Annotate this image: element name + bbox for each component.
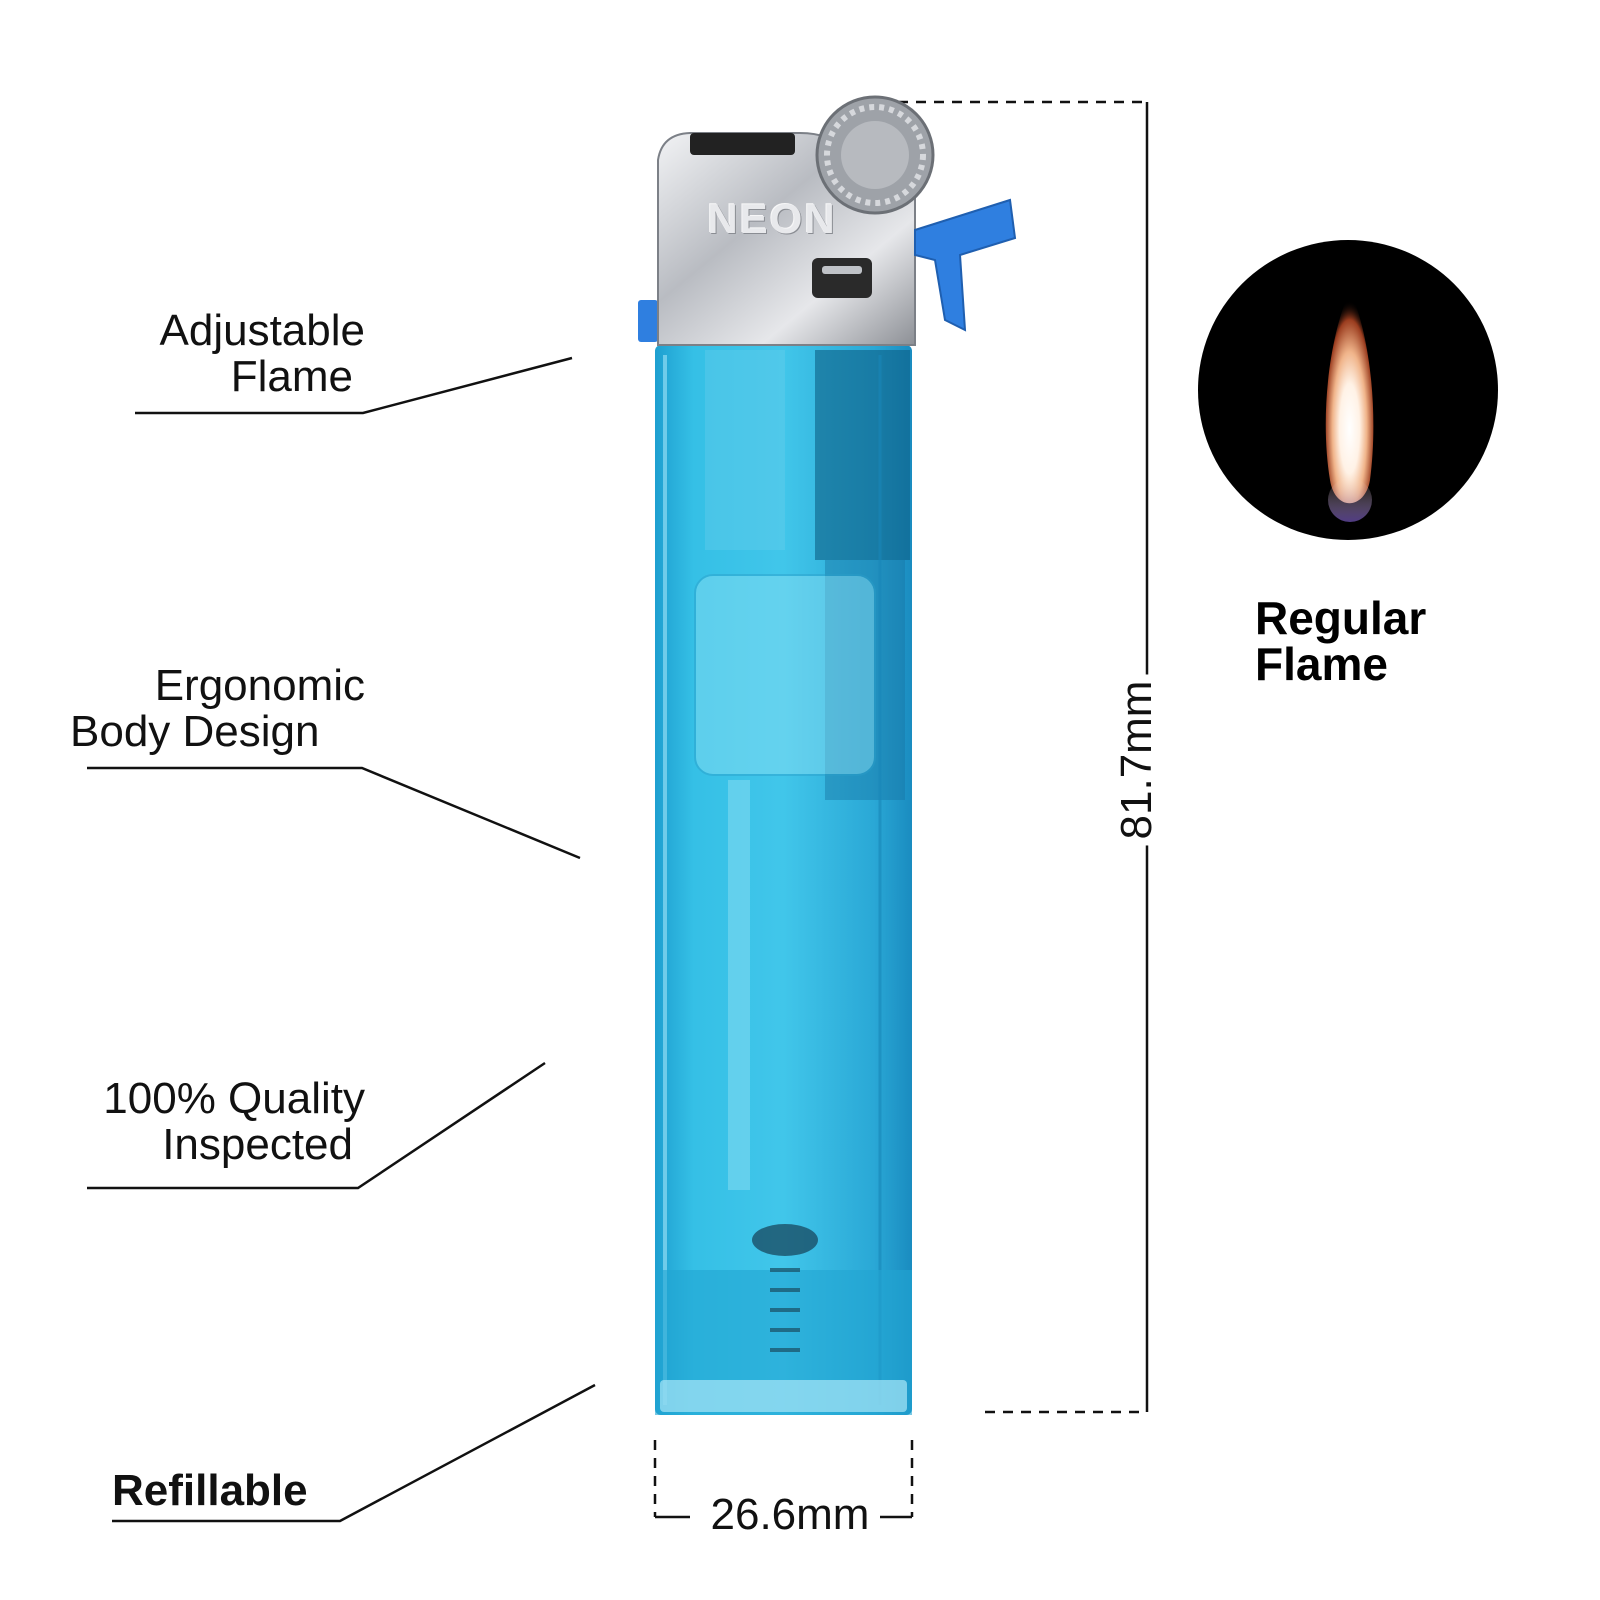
height-dimension-label: 81.7mm bbox=[1112, 674, 1162, 846]
spark-wheel bbox=[815, 95, 935, 215]
feature-ergonomic-line2: Body Design bbox=[70, 707, 320, 756]
flame-photo bbox=[1198, 240, 1498, 540]
leader-line-quality bbox=[87, 1061, 546, 1190]
lighter-body bbox=[655, 345, 912, 1415]
feature-quality-line2: Inspected bbox=[162, 1120, 353, 1169]
feature-quality-inspected: 100% Quality Inspected bbox=[70, 1076, 365, 1168]
width-dimension-lines bbox=[653, 1440, 914, 1519]
feature-adjustable-line2: Flame bbox=[230, 352, 353, 401]
feature-ergonomic-design: Ergonomic Body Design bbox=[70, 663, 365, 755]
leader-line-adjustable bbox=[135, 356, 573, 415]
flame-title-line2: Flame bbox=[1255, 638, 1388, 690]
side-tab bbox=[638, 300, 658, 342]
feature-quality-line1: 100% Quality bbox=[103, 1074, 365, 1123]
flame-title: Regular Flame bbox=[1255, 595, 1426, 687]
feature-ergonomic-line1: Ergonomic bbox=[154, 661, 365, 710]
flame-title-line1: Regular bbox=[1255, 592, 1427, 644]
feature-refillable: Refillable bbox=[112, 1466, 308, 1515]
leader-line-refillable bbox=[112, 1383, 596, 1523]
lever bbox=[914, 198, 1017, 332]
height-dimension: 81.7mm bbox=[1107, 650, 1167, 870]
leader-line-ergonomic bbox=[87, 766, 581, 860]
feature-adjustable-line1: Adjustable bbox=[159, 306, 365, 355]
width-dimension-label: 26.6mm bbox=[700, 1490, 880, 1540]
brand-logo: NEON bbox=[707, 195, 837, 242]
feature-adjustable-flame: Adjustable Flame bbox=[120, 308, 365, 400]
